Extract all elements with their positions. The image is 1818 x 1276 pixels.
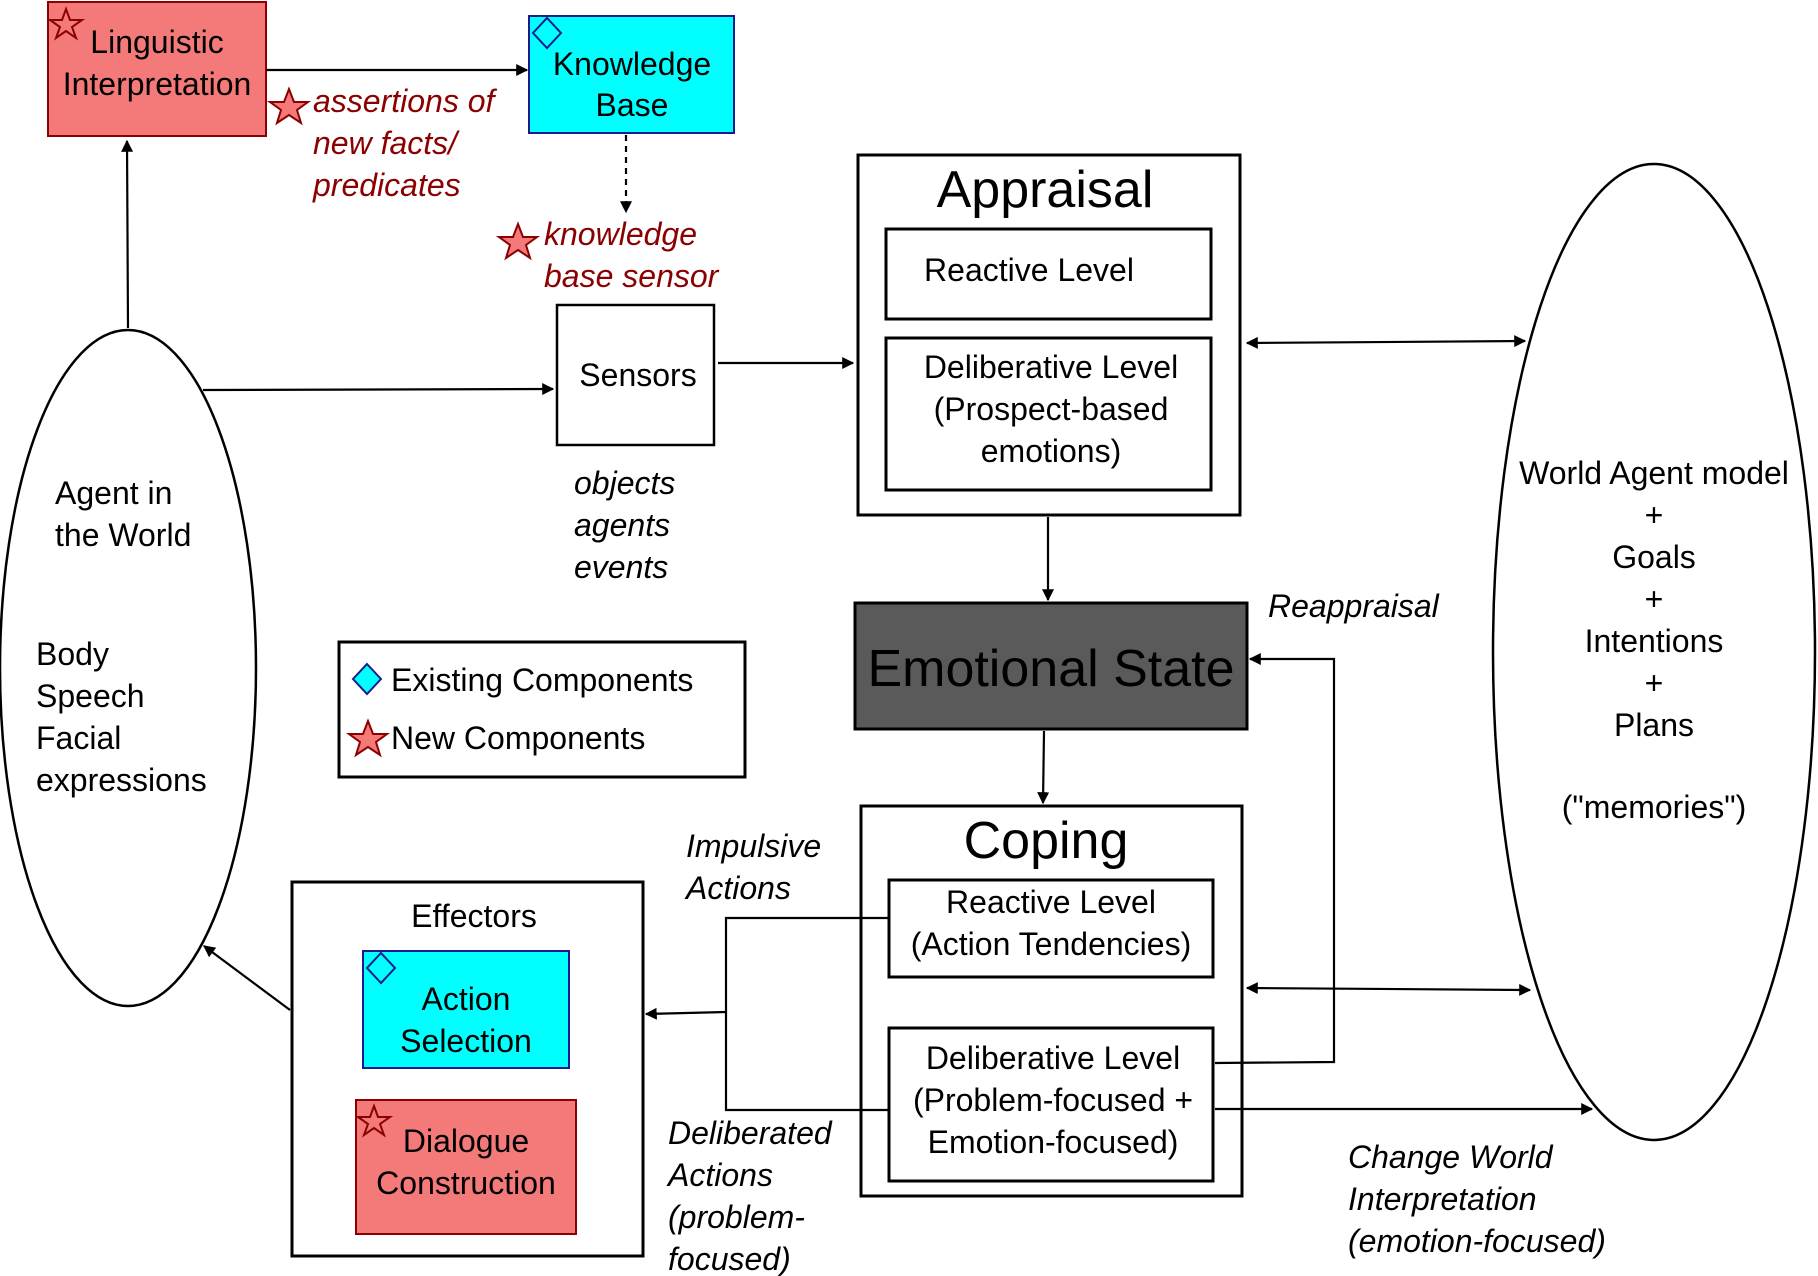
linguistic-label-2: Interpretation <box>63 66 252 102</box>
agent-world-ellipse: Agent in the World Body Speech Facial ex… <box>0 328 258 1008</box>
action-selection-box <box>362 950 570 1069</box>
coping-deliberative-box <box>887 1026 1215 1183</box>
deliberated-label-4: focused) <box>668 1241 791 1276</box>
agent-world-label-6: expressions <box>36 762 207 798</box>
existing-component-diamond-icon <box>351 662 383 696</box>
arrow-effectors-to-agent <box>203 945 291 1011</box>
legend-box: Existing Components New Components <box>337 640 747 779</box>
agent-world-label-1: Agent in <box>55 475 172 511</box>
coping-deliberative-label-2: (Problem-focused + <box>913 1082 1193 1118</box>
assertions-label-2: new facts/ <box>313 125 460 161</box>
action-selection-label-2: Selection <box>400 1023 532 1059</box>
coping-reactive-label-2: (Action Tendencies) <box>911 926 1191 962</box>
appraisal-deliberative-label-2: (Prospect-based <box>934 391 1169 427</box>
arrow-deliberated-actions-path <box>724 1012 889 1112</box>
assertions-annotation: assertions of new facts/ predicates <box>266 83 498 203</box>
reappraisal-label: Reappraisal <box>1268 588 1440 624</box>
world-model-ellipse: World Agent model + Goals + Intentions +… <box>1491 162 1817 1142</box>
sensor-output-1: objects <box>574 465 675 501</box>
existing-component-diamond-icon <box>531 16 563 50</box>
arrow-appraisal-world-model <box>1245 335 1527 349</box>
world-model-label-6: + <box>1645 665 1664 701</box>
arrow-impulsive-actions-path <box>724 916 889 1012</box>
agent-world-label-4: Speech <box>36 678 145 714</box>
agent-world-label-3: Body <box>36 636 109 672</box>
action-selection-label-1: Action <box>422 981 511 1017</box>
sensor-output-3: events <box>574 549 668 585</box>
kb-sensor-label-1: knowledge <box>544 216 697 252</box>
assertions-label-1: assertions of <box>313 83 498 119</box>
world-model-label-7: Plans <box>1614 707 1694 743</box>
appraisal-deliberative-label-3: emotions) <box>981 433 1122 469</box>
legend-existing-label: Existing Components <box>391 662 693 698</box>
appraisal-reactive-box <box>884 227 1213 321</box>
coping-reactive-box <box>887 878 1215 979</box>
linguistic-interpretation-box: Linguistic Interpretation <box>46 1 267 137</box>
coping-title: Coping <box>964 812 1129 870</box>
impulsive-annotation: Impulsive Actions <box>684 828 821 906</box>
appraisal-box: Appraisal Reactive Level Deliberative Le… <box>856 153 1242 517</box>
world-model-label-2: + <box>1645 497 1664 533</box>
effectors-title: Effectors <box>411 898 537 934</box>
coping-deliberative-label-1: Deliberative Level <box>926 1040 1180 1076</box>
agent-world-label-2: the World <box>55 517 191 553</box>
kb-sensor-annotation: knowledge base sensor <box>495 216 720 294</box>
knowledge-base-box: Knowledge Base <box>528 15 735 134</box>
knowledge-base-label-1: Knowledge <box>553 46 711 82</box>
world-model-label-4: + <box>1645 581 1664 617</box>
new-component-star-icon <box>46 6 86 41</box>
dialogue-construction-box <box>355 1099 577 1235</box>
kb-sensor-label-2: base sensor <box>544 258 720 294</box>
arrow-emotion-to-coping <box>1037 730 1050 805</box>
impulsive-label-1: Impulsive <box>686 828 821 864</box>
appraisal-title: Appraisal <box>937 161 1154 219</box>
arrow-actions-to-effectors <box>644 1007 727 1020</box>
impulsive-label-2: Actions <box>684 870 791 906</box>
world-model-label-8: ("memories") <box>1562 789 1747 825</box>
world-model-label-1: World Agent model <box>1519 455 1789 491</box>
sensor-outputs: objects agents events <box>574 465 675 585</box>
appraisal-deliberative-box <box>884 336 1213 492</box>
emotional-state-label: Emotional State <box>867 640 1234 698</box>
agent-world-label-5: Facial <box>36 720 121 756</box>
change-world-label-2: Interpretation <box>1348 1181 1537 1217</box>
new-component-star-icon <box>495 221 541 261</box>
sensors-label: Sensors <box>579 357 696 393</box>
effectors-box: Effectors Action Selection Dialogue Cons… <box>290 880 645 1258</box>
existing-component-diamond-icon <box>365 951 397 985</box>
arrow-agent-to-linguistic <box>121 139 134 329</box>
knowledge-base-label-2: Base <box>596 87 669 123</box>
assertions-label-3: predicates <box>312 167 461 203</box>
deliberated-label-1: Deliberated <box>668 1115 833 1151</box>
coping-deliberative-label-3: Emotion-focused) <box>928 1124 1179 1160</box>
arrow-reappraisal-loop <box>1214 653 1336 1065</box>
arrow-agent-to-sensors <box>202 383 555 396</box>
emotional-state-box: Emotional State <box>853 601 1249 731</box>
change-world-label-3: (emotion-focused) <box>1348 1223 1606 1259</box>
dialogue-label-2: Construction <box>376 1165 556 1201</box>
legend-new-label: New Components <box>391 720 645 756</box>
coping-reactive-label-1: Reactive Level <box>946 884 1156 920</box>
arrow-coping-world-model <box>1245 982 1532 996</box>
new-component-star-icon <box>266 86 312 126</box>
world-model-label-5: Intentions <box>1585 623 1724 659</box>
appraisal-deliberative-label-1: Deliberative Level <box>924 349 1178 385</box>
deliberated-label-3: (problem- <box>668 1199 805 1235</box>
new-component-star-icon <box>345 718 391 758</box>
coping-box: Coping Reactive Level (Action Tendencies… <box>859 804 1244 1198</box>
dialogue-label-1: Dialogue <box>403 1123 529 1159</box>
change-world-annotation: Change World Interpretation (emotion-foc… <box>1348 1139 1606 1259</box>
change-world-label-1: Change World <box>1348 1139 1554 1175</box>
world-model-label-3: Goals <box>1612 539 1696 575</box>
deliberated-label-2: Actions <box>666 1157 773 1193</box>
appraisal-reactive-label: Reactive Level <box>924 252 1134 288</box>
deliberated-annotation: Deliberated Actions (problem- focused) <box>666 1115 833 1276</box>
new-component-star-icon <box>354 1103 394 1138</box>
sensor-output-2: agents <box>574 507 670 543</box>
sensors-box: Sensors <box>555 303 716 447</box>
linguistic-label-1: Linguistic <box>90 24 223 60</box>
